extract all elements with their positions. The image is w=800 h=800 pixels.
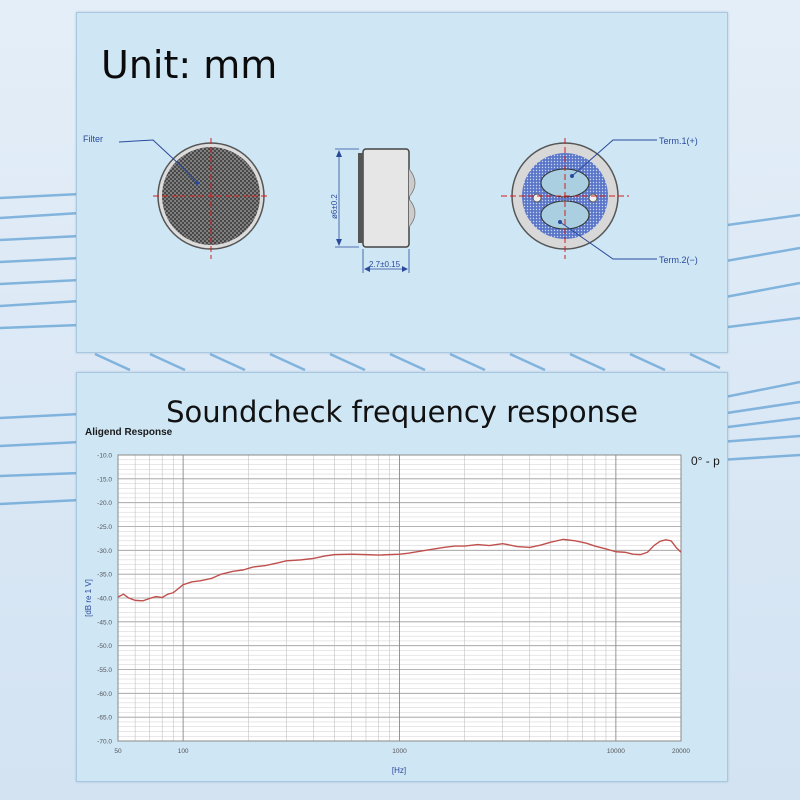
term2-label: Term.2(−) [659,255,698,265]
y-tick-label: -30.0 [97,548,112,555]
y-tick-label: -55.0 [97,667,112,674]
plot-frame [117,454,682,742]
y-tick-label: -35.0 [97,572,112,579]
y-tick-label: -15.0 [97,476,112,483]
rear-view: Term.1(+) Term.2(−) [501,136,698,265]
filter-label: Filter [83,134,103,144]
y-tick-label: -10.0 [97,453,112,460]
x-axis-label: [Hz] [392,766,406,775]
term1-label: Term.1(+) [659,136,698,146]
y-tick-label: -50.0 [97,643,112,650]
frequency-response-panel: Soundcheck frequency response Aligend Re… [76,372,728,782]
diameter-dimension: ø6±0.2 [330,194,339,219]
y-axis-label: [dB re 1 V] [84,579,93,617]
unit-label: Unit: mm [101,43,278,87]
y-tick-label: -45.0 [97,619,112,626]
front-view: Filter [83,134,269,259]
thickness-dimension: 2.7±0.15 [369,260,401,269]
y-tick-label: -70.0 [97,739,112,746]
chart-title: Soundcheck frequency response [166,395,638,429]
side-view: ø6±0.2 2.7±0.15 [330,148,416,273]
mic-drawing: Filter ø6±0.2 2.7±0.15 [83,134,698,273]
x-tick-label: 100 [178,748,189,755]
y-tick-label: -20.0 [97,500,112,507]
chart-subtitle: Aligend Response [85,427,173,438]
x-tick-label: 20000 [672,748,690,755]
x-tick-label: 10000 [607,748,625,755]
y-tick-label: -40.0 [97,596,112,603]
dimension-drawing-panel: Unit: mm Filter [76,12,728,353]
y-tick-label: -65.0 [97,715,112,722]
x-tick-label: 1000 [392,748,407,755]
x-tick-label: 50 [114,748,122,755]
y-tick-label: -60.0 [97,691,112,698]
legend-label: 0° - p [691,454,720,468]
frequency-response-chart: Aligend Response 0° - p [dB re 1 V] [Hz]… [84,427,720,775]
y-tick-label: -25.0 [97,524,112,531]
response-curve [117,538,682,602]
